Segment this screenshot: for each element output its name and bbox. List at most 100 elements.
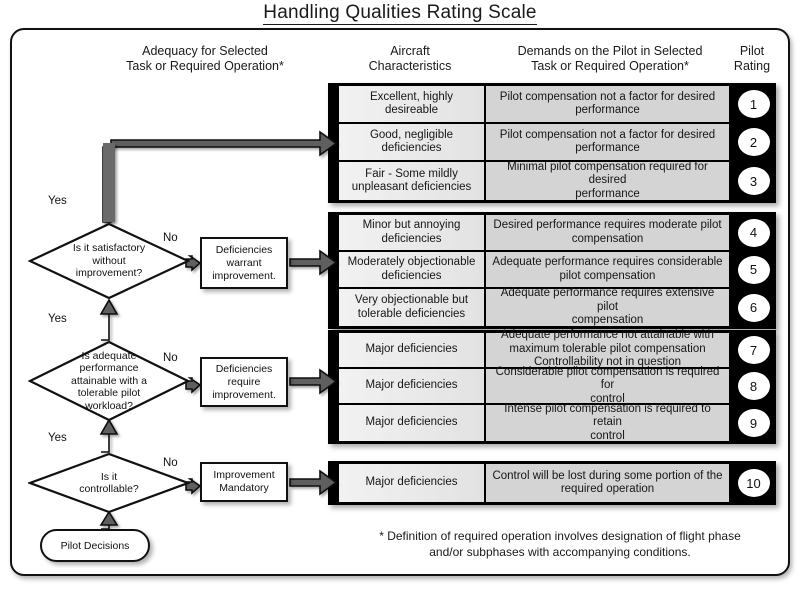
decision-adequate-performance: Is adequate performance attainable with … [28, 340, 190, 422]
cell-line: Considerable pilot compensation is requi… [495, 365, 720, 392]
column-header-demands-line1: Demands on the Pilot in Selected [517, 44, 703, 58]
demands-cell: Pilot compensation not a factor for desi… [486, 86, 731, 122]
pilot-rating-cell: 4 [731, 215, 776, 250]
rating-circle: 2 [737, 128, 770, 156]
aircraft-characteristics-cell: Very objectionable but tolerable deficie… [339, 289, 486, 326]
edge-label-no-3: No [163, 457, 178, 469]
cell-line: Adequate performance requires extensive … [500, 287, 715, 313]
demands-cell: Minimal pilot compensation required for … [486, 161, 731, 200]
cell-line: Good, negligible [369, 128, 454, 141]
cell-line: compensation [571, 232, 644, 245]
cell-line: control [590, 429, 625, 442]
cell-line: Control will be lost during some portion… [492, 469, 723, 482]
rating-circle: 9 [737, 409, 770, 437]
demands-cell: Adequate performance requires considerab… [486, 252, 731, 287]
edge-label-no-1: No [163, 232, 178, 244]
column-header-aircraft-characteristics: Aircraft Characteristics [330, 44, 490, 74]
table-row: Major deficiencies Intense pilot compens… [339, 402, 776, 442]
aircraft-characteristics-cell: Excellent, highly desireable [339, 86, 486, 122]
table-row: Moderately objectionable deficiencies Ad… [339, 252, 776, 289]
decision-line: tolerable pilot [77, 387, 141, 400]
decision-line: workload? [85, 399, 133, 412]
cell-line: desireable [384, 104, 439, 116]
action-line: improvement. [212, 269, 276, 282]
action-deficiencies-warrant-improvement: Deficiencies warrant improvement. [200, 237, 288, 289]
pilot-rating-cell: 9 [731, 405, 776, 441]
action-line: Mandatory [219, 482, 269, 494]
pilot-rating-cell: 8 [731, 369, 776, 403]
action-line: Improvement [213, 469, 275, 481]
rating-circle: 7 [737, 336, 770, 364]
cell-line: tolerable deficiencies [357, 307, 466, 320]
cell-line: deficiencies [381, 269, 442, 282]
column-header-pilot-rating: Pilot Rating [718, 44, 786, 74]
cell-line: unpleasant deficiencies [351, 181, 472, 193]
rating-group-deficiencies-require-improvement: Major deficiencies Adequate performance … [328, 329, 776, 444]
cell-line: Major deficiencies [365, 343, 458, 356]
pilot-rating-cell: 2 [731, 124, 776, 160]
rating-group-deficiencies-warrant-improvement: Minor but annoying deficiencies Desired … [328, 212, 776, 329]
diamond-shape [28, 222, 190, 300]
column-header-aircraft-line2: Characteristics [368, 59, 452, 73]
column-header-rating-line2: Rating [733, 59, 771, 73]
action-line: improvement. [212, 388, 276, 401]
edge-label-no-2: No [163, 352, 178, 364]
cell-line: Major deficiencies [365, 476, 458, 489]
rating-group-satisfactory: Excellent, highly desireable Pilot compe… [328, 83, 776, 203]
cell-line: Pilot compensation not a factor for desi… [499, 128, 716, 141]
demands-cell: Considerable pilot compensation is requi… [486, 365, 731, 405]
decision-line: controllable? [79, 483, 139, 495]
column-header-adequacy: Adequacy for Selected Task or Required O… [60, 44, 350, 74]
page-title: Handling Qualities Rating Scale [0, 2, 800, 25]
diamond-shape [28, 340, 190, 422]
column-header-adequacy-line1: Adequacy for Selected [142, 44, 268, 58]
cell-line: Fair - Some mildly [365, 167, 458, 180]
table-row: Excellent, highly desireable Pilot compe… [339, 86, 776, 124]
action-deficiencies-require-improvement: Deficiencies require improvement. [200, 357, 288, 407]
rating-circle: 6 [737, 293, 770, 322]
cell-line: Major deficiencies [365, 379, 458, 392]
decision-label: Is adequate performance attainable with … [49, 350, 169, 413]
cell-line: required operation [560, 483, 655, 495]
demands-cell: Control will be lost during some portion… [486, 464, 731, 502]
decision-label: Is it satisfactory without improvement? [49, 242, 169, 280]
rating-circle: 10 [737, 469, 770, 497]
pilot-rating-cell: 5 [731, 252, 776, 287]
cell-line: deficiencies [381, 232, 442, 245]
table-row: Major deficiencies Considerable pilot co… [339, 365, 776, 405]
edge-label-yes-3: Yes [48, 432, 67, 444]
demands-cell: Adequate performance requires extensive … [486, 287, 731, 327]
pilot-rating-cell: 10 [731, 464, 776, 502]
cell-line: compensation [571, 314, 644, 327]
aircraft-characteristics-cell: Fair - Some mildly unpleasant deficienci… [339, 162, 486, 200]
rating-circle: 1 [737, 90, 770, 118]
table-row: Major deficiencies Adequate performance … [339, 329, 776, 371]
aircraft-characteristics-cell: Major deficiencies [339, 464, 486, 502]
cell-line: Major deficiencies [365, 416, 458, 429]
footnote-line2: and/or subphases with accompanying condi… [429, 545, 691, 559]
column-header-rating-line1: Pilot [739, 44, 765, 58]
column-header-demands-line2: Task or Required Operation* [531, 59, 689, 73]
table-row: Good, negligible deficiencies Pilot comp… [339, 124, 776, 162]
decision-label: Is it controllable? [49, 471, 169, 496]
decision-line: attainable with a [71, 374, 147, 387]
demands-cell: Intense pilot compensation is required t… [486, 402, 731, 442]
footnote: * Definition of required operation invol… [360, 528, 760, 560]
aircraft-characteristics-cell: Minor but annoying deficiencies [339, 215, 486, 250]
decision-controllable: Is it controllable? [28, 452, 190, 514]
aircraft-characteristics-cell: Good, negligible deficiencies [339, 124, 486, 160]
cell-line: Moderately objectionable [347, 256, 476, 268]
cell-line: Intense pilot compensation is required t… [504, 402, 711, 429]
decision-line: Is it satisfactory [72, 242, 146, 255]
demands-cell: Desired performance requires moderate pi… [486, 215, 731, 250]
table-row: Very objectionable but tolerable deficie… [339, 287, 776, 327]
decision-satisfactory: Is it satisfactory without improvement? [28, 222, 190, 300]
cell-line: Adequate performance not attainable with [501, 329, 714, 342]
cell-line: performance [575, 187, 640, 200]
aircraft-characteristics-cell: Moderately objectionable deficiencies [339, 252, 486, 287]
terminator-pilot-decisions: Pilot Decisions [40, 529, 150, 562]
cell-line: deficiencies [381, 142, 442, 154]
demands-cell: Pilot compensation not a factor for desi… [486, 124, 731, 160]
column-header-aircraft-line1: Aircraft [390, 44, 430, 58]
cell-line: Very objectionable but [354, 294, 469, 306]
